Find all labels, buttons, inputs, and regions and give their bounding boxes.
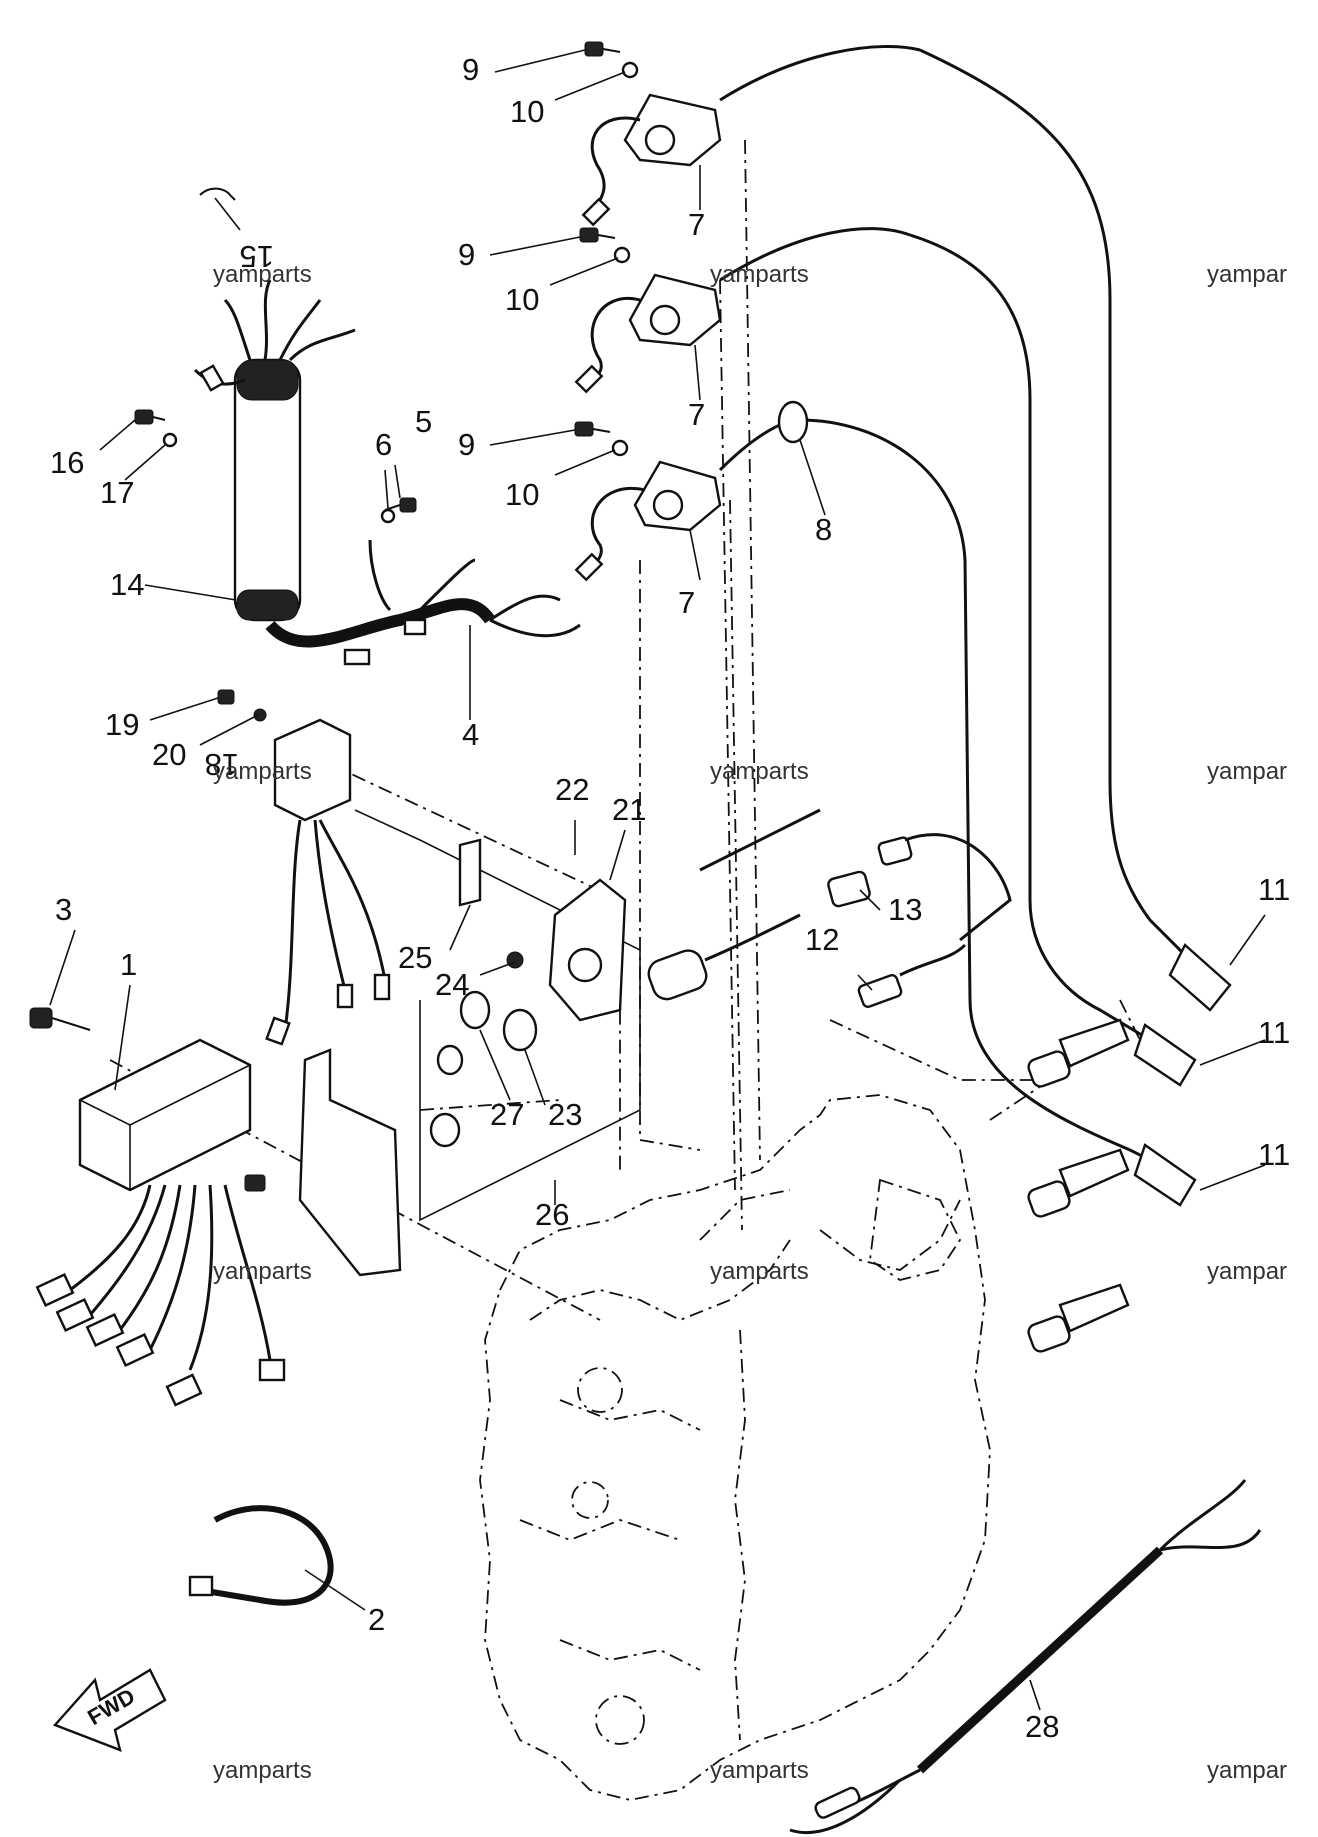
connector-13 — [699, 808, 1012, 942]
callout-9: 9 — [458, 427, 475, 462]
plug-lead-2 — [909, 233, 1197, 1087]
bolt-9-c — [574, 421, 611, 437]
washer-10-b — [613, 246, 631, 264]
callout-11: 11 — [1258, 1015, 1290, 1050]
callout-5: 5 — [415, 404, 432, 439]
bolt-19 — [217, 689, 235, 705]
washer-20 — [253, 708, 267, 722]
callout-1: 1 — [120, 947, 137, 982]
rectifier-18 — [265, 718, 391, 1046]
band-2 — [199, 1505, 334, 1606]
ignition-coil-2 — [574, 227, 911, 394]
callout-numbers: 9 10 7 15 9 10 7 16 17 6 5 9 10 8 14 7 4… — [50, 52, 1290, 1744]
callout-26: 26 — [535, 1197, 569, 1232]
callout-14: 14 — [110, 567, 144, 602]
watermark: yamparts — [710, 1757, 809, 1784]
watermark: yampar — [1207, 1258, 1287, 1285]
callout-13: 13 — [888, 892, 922, 927]
callout-10: 10 — [505, 282, 539, 317]
watermark: yamparts — [213, 1258, 312, 1285]
callout-25: 25 — [398, 940, 432, 975]
callout-24: 24 — [435, 967, 469, 1002]
watermark: yampar — [1207, 1757, 1287, 1784]
fwd-arrow: FWD — [52, 1668, 167, 1752]
callout-8: 8 — [815, 512, 832, 547]
callout-27: 27 — [490, 1097, 524, 1132]
plug-lead-3 — [799, 418, 1197, 1207]
callout-16: 16 — [50, 445, 84, 480]
watermark: yamparts — [710, 758, 809, 785]
callout-15: 15 — [240, 239, 274, 274]
callout-12: 12 — [805, 922, 839, 957]
stator-coil-14 — [193, 279, 356, 622]
grommet-junction — [647, 913, 801, 1001]
watermark: yamparts — [213, 758, 312, 785]
callout-9: 9 — [458, 237, 475, 272]
cable-28 — [789, 1479, 1262, 1835]
watermark: yampar — [1207, 758, 1287, 785]
watermark: yamparts — [213, 261, 312, 288]
bolt-16 — [134, 409, 166, 425]
callout-19: 19 — [105, 707, 139, 742]
watermark: yamparts — [710, 261, 809, 288]
ignition-coil-1 — [581, 45, 921, 227]
callout-7: 7 — [688, 207, 705, 242]
callout-7: 7 — [688, 397, 705, 432]
plug-lead-1 — [919, 48, 1232, 1012]
callout-2: 2 — [368, 1602, 385, 1637]
callout-22: 22 — [555, 772, 589, 807]
callout-17: 17 — [100, 475, 134, 510]
spark-plug-2 — [1027, 1148, 1130, 1218]
grommet-8 — [777, 400, 809, 444]
callout-21: 21 — [612, 792, 646, 827]
ignition-coil-3 — [574, 418, 801, 582]
callout-28: 28 — [1025, 1709, 1059, 1744]
callout-20: 20 — [152, 737, 186, 772]
washer-6 — [380, 508, 396, 524]
wire-harness-4 — [265, 539, 581, 666]
callout-3: 3 — [55, 892, 72, 927]
callout-7: 7 — [678, 585, 695, 620]
bolt-9-b — [579, 227, 616, 243]
callout-23: 23 — [548, 1097, 582, 1132]
callout-11: 11 — [1258, 1137, 1290, 1172]
callout-6: 6 — [375, 427, 392, 462]
spark-plug-3 — [1027, 1283, 1130, 1353]
bracket-plate-26 — [354, 809, 641, 1222]
watermark: yamparts — [213, 1757, 312, 1784]
callout-10: 10 — [510, 94, 544, 129]
bolt-3 — [29, 1007, 91, 1031]
callout-10: 10 — [505, 477, 539, 512]
watermark: yamparts — [710, 1258, 809, 1285]
washer-17 — [162, 432, 178, 448]
watermark: yampar — [1207, 261, 1287, 288]
bolt-9-a — [584, 41, 621, 57]
leader-lines — [49, 49, 1266, 1711]
callout-9: 9 — [462, 52, 479, 87]
washer-10-a — [621, 61, 639, 79]
cdi-bracket — [244, 1048, 402, 1277]
spark-plug-1 — [1027, 1018, 1130, 1088]
callout-18: 18 — [205, 747, 239, 782]
watermarks: yamparts yamparts yampar yamparts yampar… — [213, 261, 1287, 1784]
cdi-unit-1 — [35, 1038, 286, 1407]
sensor-12 — [857, 943, 967, 1008]
callout-11: 11 — [1258, 872, 1290, 907]
clip-15 — [199, 187, 236, 201]
engine-block-outline — [479, 1094, 991, 1801]
callout-4: 4 — [462, 717, 479, 752]
bolt-5 — [384, 497, 417, 513]
washer-10-c — [611, 439, 629, 457]
